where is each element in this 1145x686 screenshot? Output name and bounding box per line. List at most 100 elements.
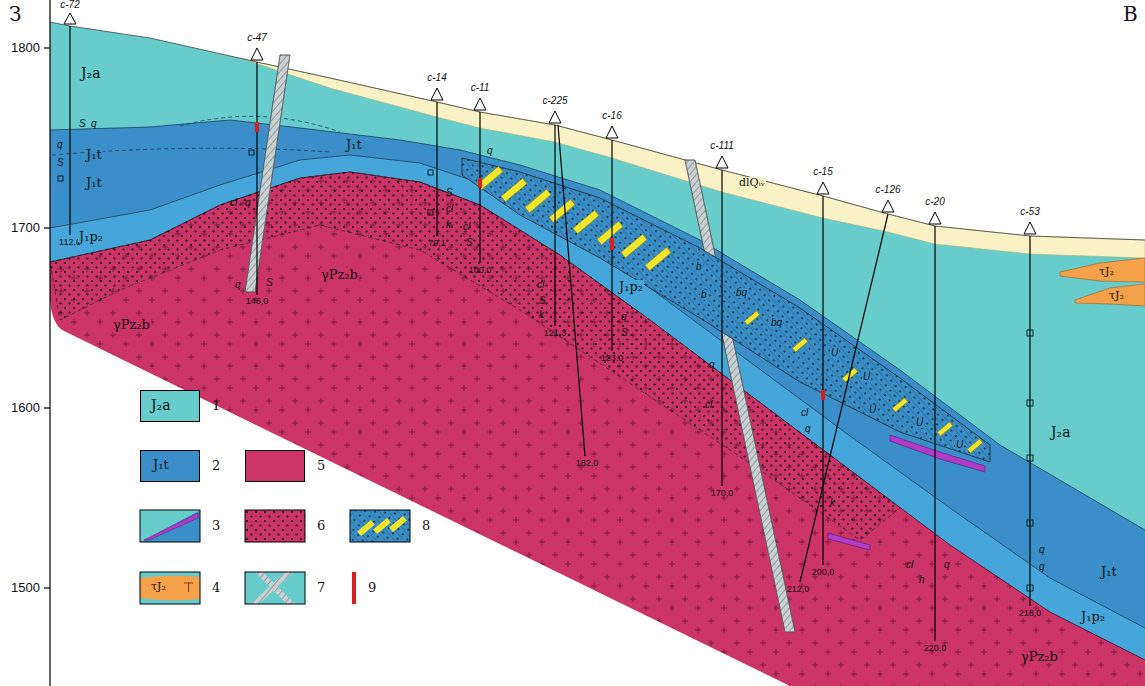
legend-number: 6 — [317, 519, 325, 532]
blank-ground — [50, 300, 790, 686]
elevation-axis — [49, 0, 50, 686]
sample-mark — [255, 122, 825, 400]
mineral-code: k — [538, 310, 545, 320]
mineral-square — [428, 210, 433, 215]
borehole-name: c-225 — [541, 96, 568, 106]
legend-sample — [245, 572, 305, 604]
elevation-axis — [44, 47, 50, 48]
ore-body — [744, 311, 759, 325]
dikes — [685, 160, 795, 632]
elevation-axis — [44, 0, 50, 686]
blank-ground — [0, 0, 50, 686]
mineral-code: S — [445, 188, 454, 198]
borehole-name: c-47 — [246, 33, 267, 43]
legend-number: 4 — [212, 581, 220, 594]
unit-label: J₁p₂ — [78, 230, 104, 243]
legend-sample — [389, 516, 407, 532]
mineral-code: bq — [735, 288, 748, 298]
borehole-collar — [817, 182, 829, 194]
ore-zone — [462, 158, 990, 462]
elevation-value: 1800 — [10, 41, 41, 54]
borehole-collar — [431, 88, 443, 100]
mineral-code: U — [915, 418, 924, 428]
mineral-code: q — [620, 312, 628, 322]
borehole-name: c-111 — [709, 141, 735, 151]
legend-number: 2 — [212, 459, 220, 472]
legend-sample — [245, 510, 305, 542]
unit-label: γPz₂b — [320, 268, 359, 281]
borehole-name: c-126 — [874, 185, 901, 195]
legend-number: 3 — [212, 519, 220, 532]
elevation-value: 1500 — [10, 581, 41, 594]
dikes — [245, 55, 795, 632]
legend-sample — [245, 572, 305, 604]
depth-value: 123,0 — [600, 354, 625, 363]
legend-sample — [352, 572, 356, 604]
mineral-code: q — [486, 146, 494, 156]
borehole-name: c-20 — [924, 197, 945, 207]
borehole-collar — [716, 156, 728, 168]
legend-swatch — [140, 450, 200, 482]
legend-sample — [350, 510, 410, 542]
borehole — [69, 26, 70, 235]
legend-sample — [140, 510, 200, 542]
legend-swatch — [245, 450, 305, 482]
legend-sample — [251, 572, 293, 604]
borehole — [256, 62, 257, 295]
mineral-code: q — [90, 119, 98, 129]
elevation-value: 1600 — [10, 401, 41, 414]
mineral-code: S — [56, 158, 65, 168]
legend-sample — [140, 510, 200, 542]
mineral-code: S — [465, 238, 474, 248]
borehole-collar — [882, 200, 894, 212]
borehole-collar — [606, 126, 618, 138]
mineral-code: S — [620, 328, 629, 338]
borehole-name: c-15 — [812, 167, 833, 177]
unit-label: J₁t — [85, 148, 103, 161]
mineral-code: h — [918, 575, 926, 585]
dikes — [685, 160, 795, 632]
borehole-name: c-53 — [1019, 207, 1040, 217]
mineral-code: bq — [770, 318, 783, 328]
ore-body — [549, 199, 575, 222]
mineral-square — [1027, 455, 1033, 461]
legend-number: 1 — [212, 399, 220, 412]
mineral-code: U — [862, 372, 871, 382]
mineral-code: S — [78, 119, 87, 129]
unit-label: dlQᵢᵥ — [738, 177, 766, 188]
legend-sample — [350, 510, 410, 542]
ore-body — [525, 189, 551, 212]
mineral-square — [1027, 520, 1033, 526]
mineral-code: q — [1038, 562, 1046, 572]
mineral-code: cl — [800, 408, 809, 418]
layer-boundaries — [50, 22, 1145, 660]
mineral-code: U — [868, 405, 877, 415]
ore-body — [477, 166, 983, 453]
borehole — [436, 102, 437, 236]
unit-label: J₁p₂ — [1080, 610, 1106, 623]
borehole-collar — [251, 48, 263, 60]
elevation-axis — [44, 587, 50, 588]
mineral-code: S — [538, 296, 547, 306]
mineral-code: cl — [445, 204, 454, 214]
legend-sample — [140, 572, 200, 604]
borehole-collar — [64, 13, 76, 24]
depth-value: 79,1 — [427, 239, 447, 248]
mineral-code: q — [244, 198, 252, 208]
mineral-code: cl — [905, 560, 914, 570]
ore-body — [501, 178, 527, 201]
ore-body — [937, 422, 952, 436]
legend-number: 8 — [422, 519, 430, 532]
mineral-code: cl — [462, 222, 471, 232]
mineral-square — [58, 150, 1033, 591]
elevation-axis — [44, 227, 50, 228]
mineral-square — [1027, 330, 1033, 336]
depth-value: 212,0 — [786, 585, 811, 594]
borehole-name: c-16 — [601, 111, 622, 121]
mineral-code: U — [955, 440, 964, 450]
unit-label: τJ₂ — [1098, 266, 1115, 277]
legend-unit-label: J₁t — [152, 458, 170, 471]
mineral-code: k — [829, 498, 836, 508]
j2a-layer — [50, 22, 1145, 686]
mineral-code: S — [265, 278, 274, 288]
